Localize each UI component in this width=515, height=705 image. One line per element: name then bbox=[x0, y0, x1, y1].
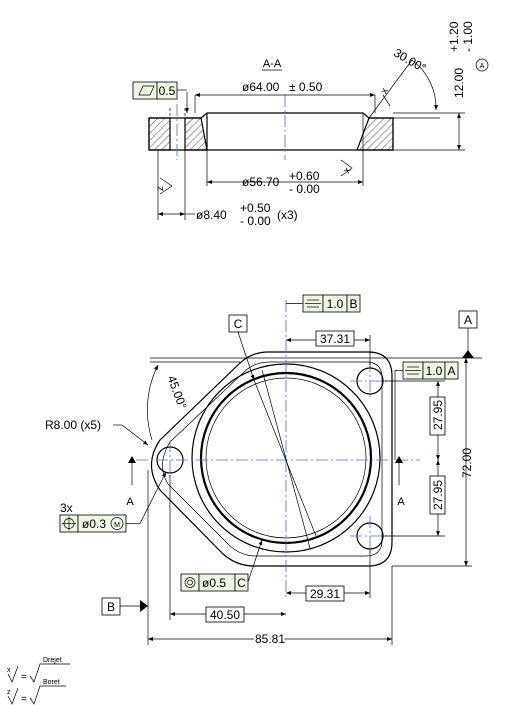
outer-dia-tol: ± 0.50 bbox=[289, 80, 323, 94]
hole-dia-tol-lower: - 0.00 bbox=[240, 214, 271, 228]
plan-view: C 1.0 B 37.31 A 1.0 A bbox=[45, 294, 482, 648]
section-mark-right: A bbox=[397, 496, 405, 508]
dim-40-50: 40.50 bbox=[210, 608, 240, 622]
surface-z-mark: z bbox=[155, 186, 166, 191]
symmetry2-ref: A bbox=[447, 364, 455, 378]
inner-dia-tol-upper: +0.60 bbox=[289, 169, 320, 183]
inner-dia-tol-lower: - 0.00 bbox=[289, 182, 320, 196]
hole-dia-tol-upper: +0.50 bbox=[240, 201, 271, 215]
symmetry2-tol: 1.0 bbox=[426, 364, 443, 378]
concentric-tol: ø0.5 bbox=[202, 576, 226, 590]
legend-z-text: Boret bbox=[43, 679, 60, 686]
position-mod: M bbox=[114, 522, 120, 529]
flatness-value: 0.5 bbox=[159, 84, 176, 98]
position-tol: ø0.3 bbox=[82, 517, 106, 531]
chamfer-angle: 30.00° bbox=[391, 46, 428, 76]
datum-c-label: C bbox=[234, 317, 243, 331]
dim-27-95-bottom: 27.95 bbox=[431, 480, 445, 510]
outer-dia-value: ø64.00 bbox=[242, 80, 280, 94]
datum-a-label: A bbox=[464, 313, 472, 327]
dim-29-31: 29.31 bbox=[310, 587, 340, 601]
dim-37-31: 37.31 bbox=[320, 332, 350, 346]
symmetry-tol: 1.0 bbox=[327, 297, 344, 311]
hatch-left-outer bbox=[148, 117, 171, 151]
dim-r8: R8.00 (x5) bbox=[45, 418, 101, 432]
dim-45: 45.00° bbox=[165, 374, 190, 412]
dim-72: 72.00 bbox=[460, 448, 474, 478]
hole-dia-value: ø8.40 bbox=[196, 208, 227, 222]
legend-z-label: z bbox=[7, 689, 11, 696]
legend-x-text: Drejet bbox=[43, 657, 62, 664]
section-mark-left: A bbox=[126, 496, 134, 508]
thickness-value: 12.00 bbox=[452, 68, 466, 98]
symmetry-ref: B bbox=[349, 297, 357, 311]
datum-a-circle: A bbox=[480, 63, 485, 70]
dim-3x: 3x bbox=[60, 501, 73, 515]
hatch-right bbox=[356, 117, 394, 151]
thickness-tol-upper: +1.20 bbox=[447, 21, 461, 52]
thickness-tol-lower: - 1.00 bbox=[461, 21, 475, 52]
legend-z-equals: = bbox=[21, 694, 27, 705]
surface-legend: x = Drejet z = Boret bbox=[7, 657, 70, 705]
inner-dia-value: ø56.70 bbox=[242, 175, 280, 189]
flange-inner-outline bbox=[162, 361, 383, 557]
surface-x-mark-top: x bbox=[379, 86, 391, 96]
surface-x-mark-bottom: x bbox=[341, 166, 353, 176]
dim-85-81: 85.81 bbox=[255, 632, 285, 646]
datum-b-label: B bbox=[107, 600, 115, 614]
dim-27-95-top: 27.95 bbox=[431, 400, 445, 430]
concentric-ref: C bbox=[237, 576, 246, 590]
legend-x-label: x bbox=[7, 667, 11, 674]
hole-count: (x3) bbox=[277, 208, 298, 222]
hatch-left-inner bbox=[184, 117, 208, 151]
section-title: A-A bbox=[263, 58, 282, 70]
flange-outline bbox=[150, 351, 393, 567]
legend-x-equals: = bbox=[21, 672, 27, 683]
section-view: A-A 0.5 ø64.00 ± 0.50 ø56.70 bbox=[132, 21, 489, 228]
